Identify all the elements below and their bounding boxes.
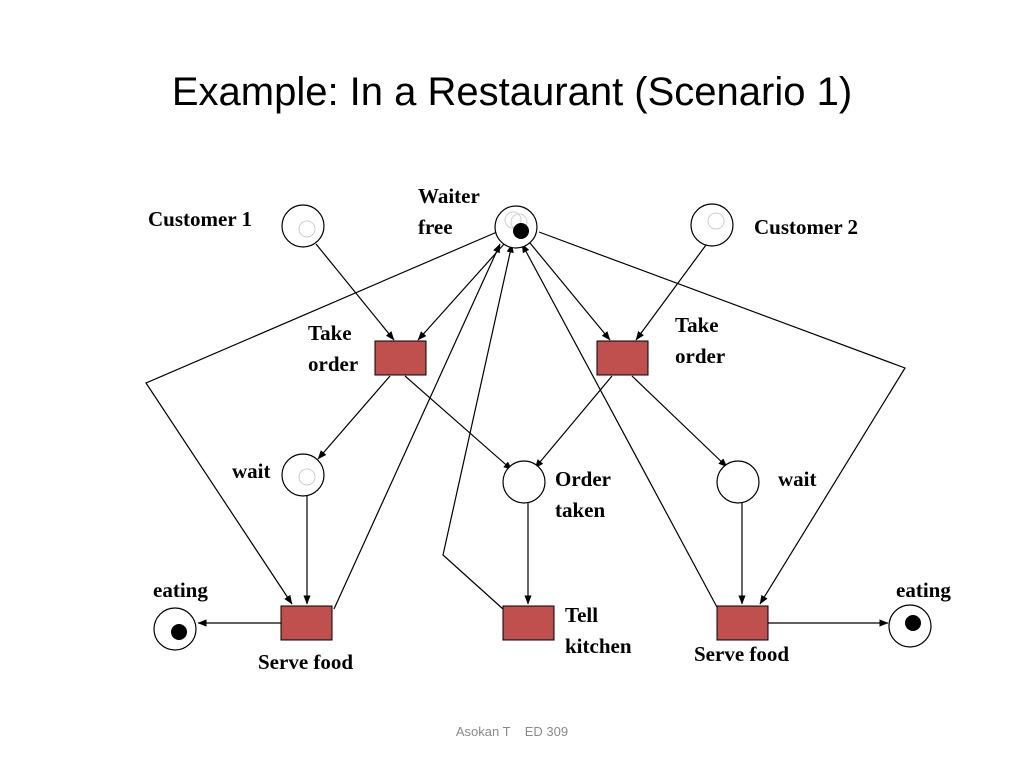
place-waiter-free [494,205,538,249]
token [905,615,921,631]
label-order: Order [555,467,611,491]
label-take-order-left-line2: order [308,352,358,376]
token [171,624,187,640]
transition-tell-kitchen [502,605,555,641]
place-wait-left [281,453,325,497]
slide-title: Example: In a Restaurant (Scenario 1) [171,70,853,114]
label-waiter: Waiter [418,184,480,208]
transition-serve-food-right [716,605,769,641]
token [513,223,529,239]
label-wait-left: wait [232,459,271,483]
arc-take-order-right-to-wait [631,375,728,468]
arc-take-order-left-to-wait [317,375,391,460]
label-customer2: Customer 2 [754,215,858,239]
transition-take-order-left [374,340,427,376]
label-taken: taken [555,498,605,522]
label-take-order-right-line2: order [675,344,725,368]
place-customer2 [690,203,734,247]
arc-customer2-to-take-order-right [635,244,707,341]
arc-tell-kitchen-to-waiter [442,243,514,610]
place-order-taken [502,460,546,504]
arcs [145,231,906,627]
arc-customer1-to-take-order-left [315,243,395,341]
label-customer1: Customer 1 [148,207,252,231]
arc-waiter-to-serve-food-right [538,231,906,605]
place-eating-left [153,607,197,651]
arc-serve-food-right-to-waiter [521,243,719,610]
label-free: free [418,215,453,239]
label-eating-right: eating [896,578,951,602]
arc-serve-food-left-to-waiter [333,243,501,610]
label-serve-food-right: Serve food [694,642,789,666]
transition-serve-food-left [280,605,333,641]
place-wait-right [716,460,760,504]
transition-take-order-right [596,340,649,376]
arc-take-order-left-to-order-taken [404,375,513,471]
slide-footer: Asokan T ED 309 [455,724,569,739]
arc-waiter-to-serve-food-left [145,231,498,605]
arc-waiter-to-take-order-right [529,242,611,341]
label-serve-food-left: Serve food [258,650,353,674]
label-kitchen: kitchen [565,634,632,658]
arc-waiter-to-take-order-left [417,242,506,341]
arc-take-order-right-to-order-taken [534,375,613,469]
label-wait-right: wait [778,467,817,491]
label-take-order-right-line1: Take [675,313,719,337]
label-take-order-left-line1: Take [308,321,352,345]
label-tell: Tell [565,603,598,627]
place-eating-right [888,604,932,648]
place-customer1 [281,204,325,248]
label-eating-left: eating [153,578,208,602]
